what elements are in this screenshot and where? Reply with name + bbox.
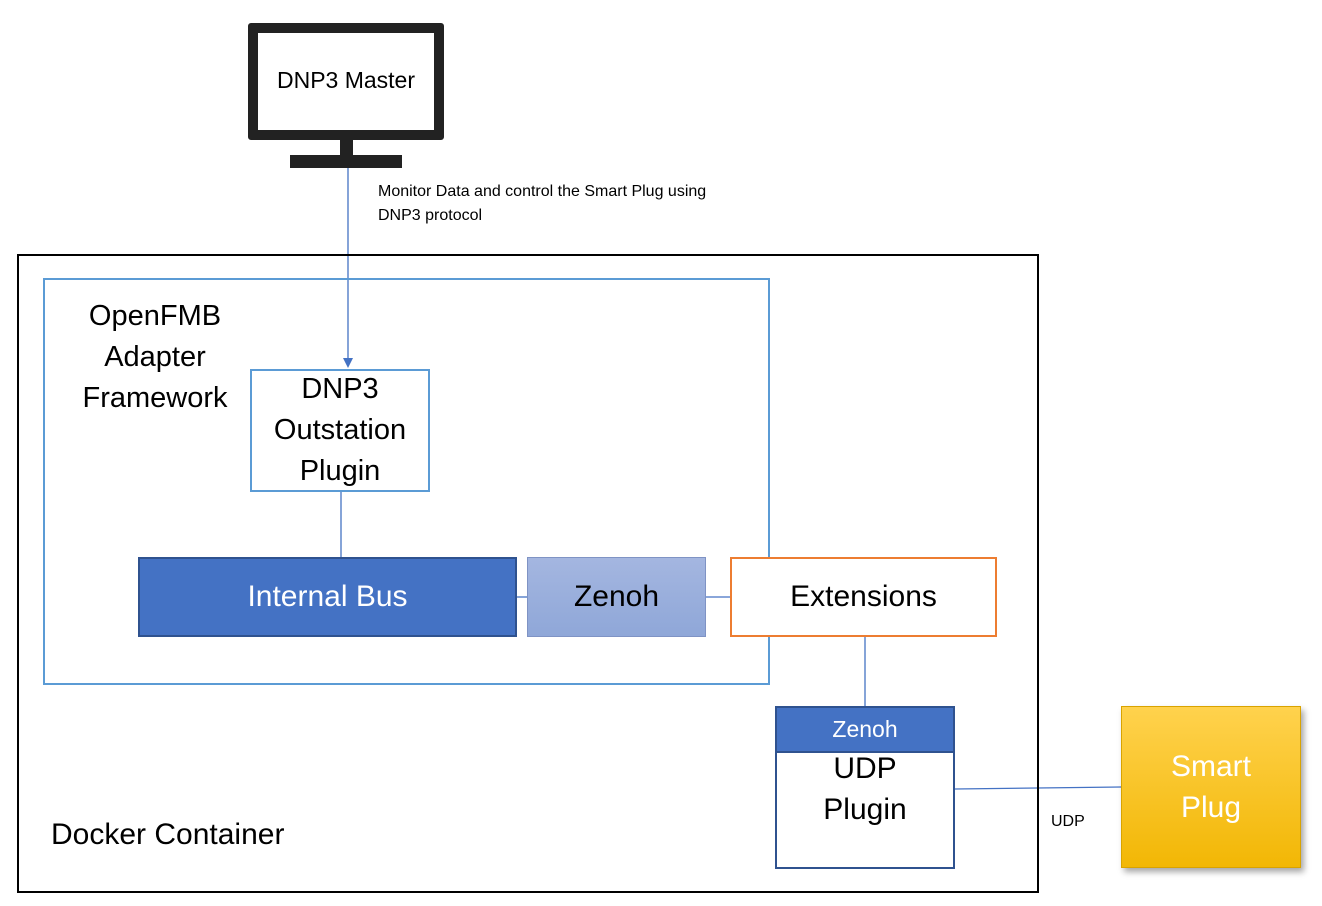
- udp-edge-label: UDP: [1051, 813, 1085, 830]
- outstation-label-line: Plugin: [299, 455, 381, 487]
- extensions-box: Extensions: [730, 557, 997, 637]
- dnp3-outstation-plugin: DNP3 Outstation Plugin: [250, 369, 430, 492]
- framework-title-line: OpenFMB: [88, 300, 222, 332]
- smart-plug-label-line: Smart: [1170, 750, 1251, 783]
- outstation-label-line: DNP3: [301, 373, 379, 405]
- zenoh-box: Zenoh: [527, 557, 706, 637]
- smart-plug-label-line: Plug: [1180, 791, 1242, 824]
- edge-label-line: Monitor Data and control the Smart Plug …: [378, 183, 707, 200]
- udp-plugin-label-line: Plugin: [823, 793, 907, 826]
- outstation-label-line: Outstation: [273, 414, 407, 446]
- framework-title-line: Framework: [82, 382, 228, 414]
- framework-title-line: Adapter: [104, 341, 206, 373]
- framework-title: OpenFMB Adapter Framework: [65, 296, 245, 419]
- zenoh-udp-header: Zenoh: [775, 706, 955, 753]
- internal-bus: Internal Bus: [138, 557, 517, 637]
- udp-plugin-label: UDP Plugin: [777, 748, 953, 830]
- dnp3-master-label: DNP3 Master: [276, 67, 416, 93]
- openfmb-framework-box: [43, 278, 770, 685]
- monitor-base: [290, 155, 402, 168]
- docker-container-label: Docker Container: [51, 818, 285, 851]
- monitor-icon: [248, 23, 444, 140]
- edge-label-line: DNP3 protocol: [378, 207, 483, 224]
- docker-container: [17, 254, 1039, 893]
- monitor-stand: [340, 140, 353, 156]
- master-to-outstation-label: Monitor Data and control the Smart Plug …: [378, 180, 798, 228]
- udp-plugin-label-line: UDP: [833, 752, 897, 785]
- smart-plug-box: Smart Plug: [1121, 706, 1301, 868]
